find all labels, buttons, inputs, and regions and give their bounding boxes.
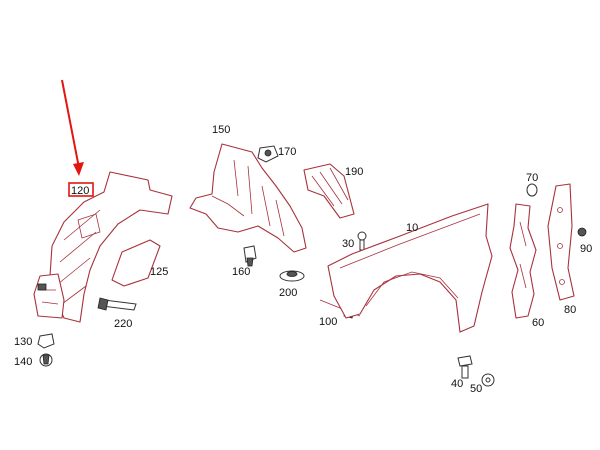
label-part-60: 60: [532, 317, 544, 329]
insulation-pad-part-190[interactable]: [303, 163, 355, 219]
mounting-rail-part-80[interactable]: [547, 183, 575, 301]
fender-part-10[interactable]: [327, 203, 493, 333]
label-part-50: 50: [470, 383, 482, 395]
highlight-box-part-120: [68, 182, 94, 197]
nut-part-90[interactable]: [577, 227, 587, 237]
label-part-30: 30: [342, 238, 354, 250]
screw-part-140[interactable]: [39, 353, 53, 367]
fastener-part-170[interactable]: [257, 145, 279, 163]
label-part-190: 190: [345, 166, 363, 178]
label-part-80: 80: [564, 304, 576, 316]
label-part-140: 140: [14, 356, 32, 368]
plug-part-160[interactable]: [243, 245, 257, 267]
plug-part-70[interactable]: [526, 183, 538, 197]
expanding-clip-part-220[interactable]: [97, 297, 137, 311]
clip-part-130[interactable]: [37, 333, 55, 349]
highlight-arrow: [61, 79, 84, 176]
screw-part-40[interactable]: [457, 355, 473, 379]
label-part-220: 220: [114, 318, 132, 330]
label-part-90: 90: [580, 243, 592, 255]
label-part-130: 130: [14, 336, 32, 348]
label-part-125: 125: [150, 266, 168, 278]
label-part-40: 40: [451, 378, 463, 390]
bracket-part-60[interactable]: [509, 203, 537, 319]
label-part-170: 170: [278, 146, 296, 158]
washer-part-50[interactable]: [481, 373, 495, 387]
label-part-10: 10: [406, 222, 418, 234]
cap-part-200[interactable]: [279, 270, 305, 282]
wheel-arch-liner-part-150[interactable]: [189, 143, 307, 253]
wheel-arch-liner-part-120[interactable]: [33, 171, 173, 323]
label-part-160: 160: [232, 266, 250, 278]
label-part-200: 200: [279, 287, 297, 299]
label-part-100: 100: [319, 316, 337, 328]
label-part-150: 150: [212, 124, 230, 136]
label-part-70: 70: [526, 172, 538, 184]
mesh-grille-part-125[interactable]: [111, 239, 161, 287]
bolt-part-30[interactable]: [357, 231, 367, 251]
label-part-120: 120: [71, 185, 89, 197]
